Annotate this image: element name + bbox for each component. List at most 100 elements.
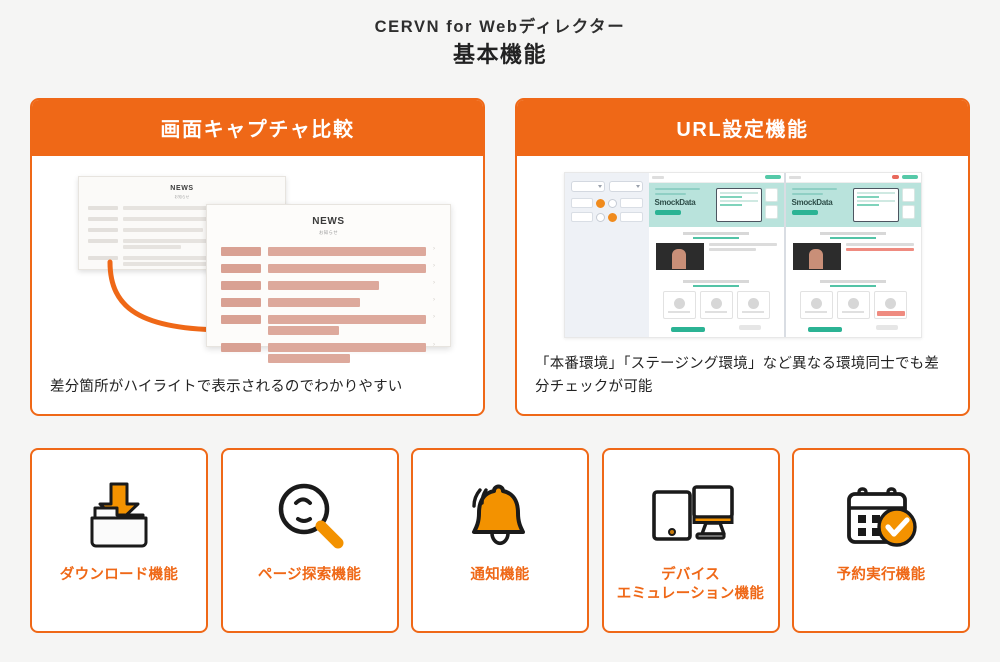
feature-card-device-emulation[interactable]: デバイスエミュレーション機能 (601, 448, 780, 633)
chevron-right-icon: › (433, 314, 435, 320)
cta-button (671, 327, 705, 332)
hero-cta-button (791, 210, 818, 216)
hero-line (654, 187, 701, 191)
tile-line (668, 310, 690, 313)
top-card-row: 画面キャプチャ比較 NEWS お知らせ › (30, 98, 970, 416)
pane-hero: SmockData (785, 182, 921, 227)
mock-text-line (123, 262, 213, 266)
card-caption-screen-capture-compare: 差分箇所がハイライトで表示されるのでわかりやすい (50, 378, 403, 395)
chevron-right-icon: › (433, 342, 435, 348)
mock-row-date (221, 281, 261, 290)
laptop-bar (719, 203, 743, 206)
radio-selected-icon (596, 198, 605, 208)
card-screen-capture-compare: 画面キャプチャ比較 NEWS お知らせ › (30, 98, 485, 416)
hero-line (654, 192, 686, 196)
environment-select-left (570, 181, 605, 192)
calendar-check-icon (841, 466, 921, 566)
text-line (845, 243, 914, 246)
hero-line (791, 187, 838, 191)
mock-diff-highlight (268, 298, 360, 307)
mock-row-text (123, 239, 268, 251)
hero-line (791, 192, 823, 196)
pane-left-environment: SmockData (648, 173, 784, 337)
feature-card-download[interactable]: ダウンロード機能 (30, 448, 208, 633)
tile-icon (810, 297, 822, 309)
laptop-illustration (852, 187, 899, 222)
mock-row: › (221, 314, 436, 337)
mock-row: › (221, 342, 436, 365)
tile-with-diff (873, 291, 907, 319)
comparison-panes: SmockData (648, 173, 921, 337)
section-heading-accent (693, 236, 739, 239)
app-sidebar-controls (564, 173, 649, 337)
laptop-bar (856, 195, 880, 198)
section-heading (682, 280, 750, 283)
mock-row-text (123, 206, 268, 212)
cta-row (656, 323, 777, 332)
tile (699, 291, 733, 319)
mock-row: › (221, 280, 436, 292)
feature-card-row: ダウンロード機能 ページ探索機能 通知機能 (30, 448, 970, 633)
browser-label (651, 175, 664, 179)
mock-diff-highlight (268, 264, 426, 273)
mock-row-date (88, 217, 118, 221)
feature-card-page-search[interactable]: ページ探索機能 (220, 448, 399, 633)
brand-text: SmockData (791, 198, 833, 208)
mock-row-text (268, 315, 426, 337)
feature-card-scheduled-run[interactable]: 予約実行機能 (792, 448, 970, 633)
section-heading-accent (830, 284, 876, 287)
floating-card (764, 187, 778, 202)
mock-page-subtitle-after: お知らせ (318, 230, 339, 235)
mock-text-line (123, 256, 268, 260)
mock-row-text (268, 298, 426, 309)
mock-row-text (268, 281, 426, 292)
mock-text-line (123, 206, 268, 210)
environment-select-row (570, 181, 643, 192)
laptop-bar (856, 203, 880, 206)
url-chip (620, 212, 643, 222)
mock-row-text (268, 247, 426, 258)
url-setting-illustration: SmockData (533, 172, 952, 348)
pane-section-tiles (786, 275, 921, 337)
card-heading-url-setting: URL設定機能 (517, 100, 968, 156)
pane-section-tiles (649, 275, 784, 337)
mock-row: › (221, 246, 436, 258)
mock-text-line (123, 217, 228, 221)
feature-card-notification[interactable]: 通知機能 (411, 448, 589, 633)
page-subtitle: 基本機能 (452, 42, 547, 68)
text-line (708, 248, 757, 251)
tile-line (879, 310, 901, 313)
hero-copy: SmockData (654, 187, 712, 222)
feature-label-download: ダウンロード機能 (59, 567, 179, 583)
card-body-url-setting: SmockData (517, 156, 968, 414)
mock-row-date (221, 298, 261, 307)
mock-page-title-after: NEWS (312, 216, 345, 227)
mock-row-date (88, 239, 118, 243)
mock-page-title-before: NEWS (170, 185, 194, 192)
laptop-bar (719, 199, 758, 202)
laptop-bar (856, 199, 895, 202)
floating-cards (901, 187, 915, 222)
radio-selected-icon (608, 212, 617, 222)
section-heading (819, 280, 887, 283)
feature-label-scheduled-run: 予約実行機能 (836, 567, 926, 583)
mock-diff-highlight (268, 354, 351, 363)
hero-cta-button (654, 210, 681, 216)
media-thumbnail (792, 243, 841, 270)
page-title: CERVN for Webディレクター (374, 18, 626, 36)
nav-pill (764, 175, 781, 180)
floating-card (764, 204, 778, 219)
tile (662, 291, 696, 319)
magnifier-face-icon (272, 466, 348, 566)
mock-row: › (221, 297, 436, 309)
section-heading (819, 232, 887, 235)
chevron-right-icon: › (433, 297, 435, 303)
mock-row-text (268, 343, 426, 365)
tile-icon (847, 297, 859, 309)
mock-row-list-after: › › (221, 246, 436, 365)
tile (836, 291, 870, 319)
mock-row-date (221, 343, 261, 352)
media-text (845, 243, 914, 270)
url-chip (620, 198, 643, 208)
mock-row-date (221, 264, 261, 273)
